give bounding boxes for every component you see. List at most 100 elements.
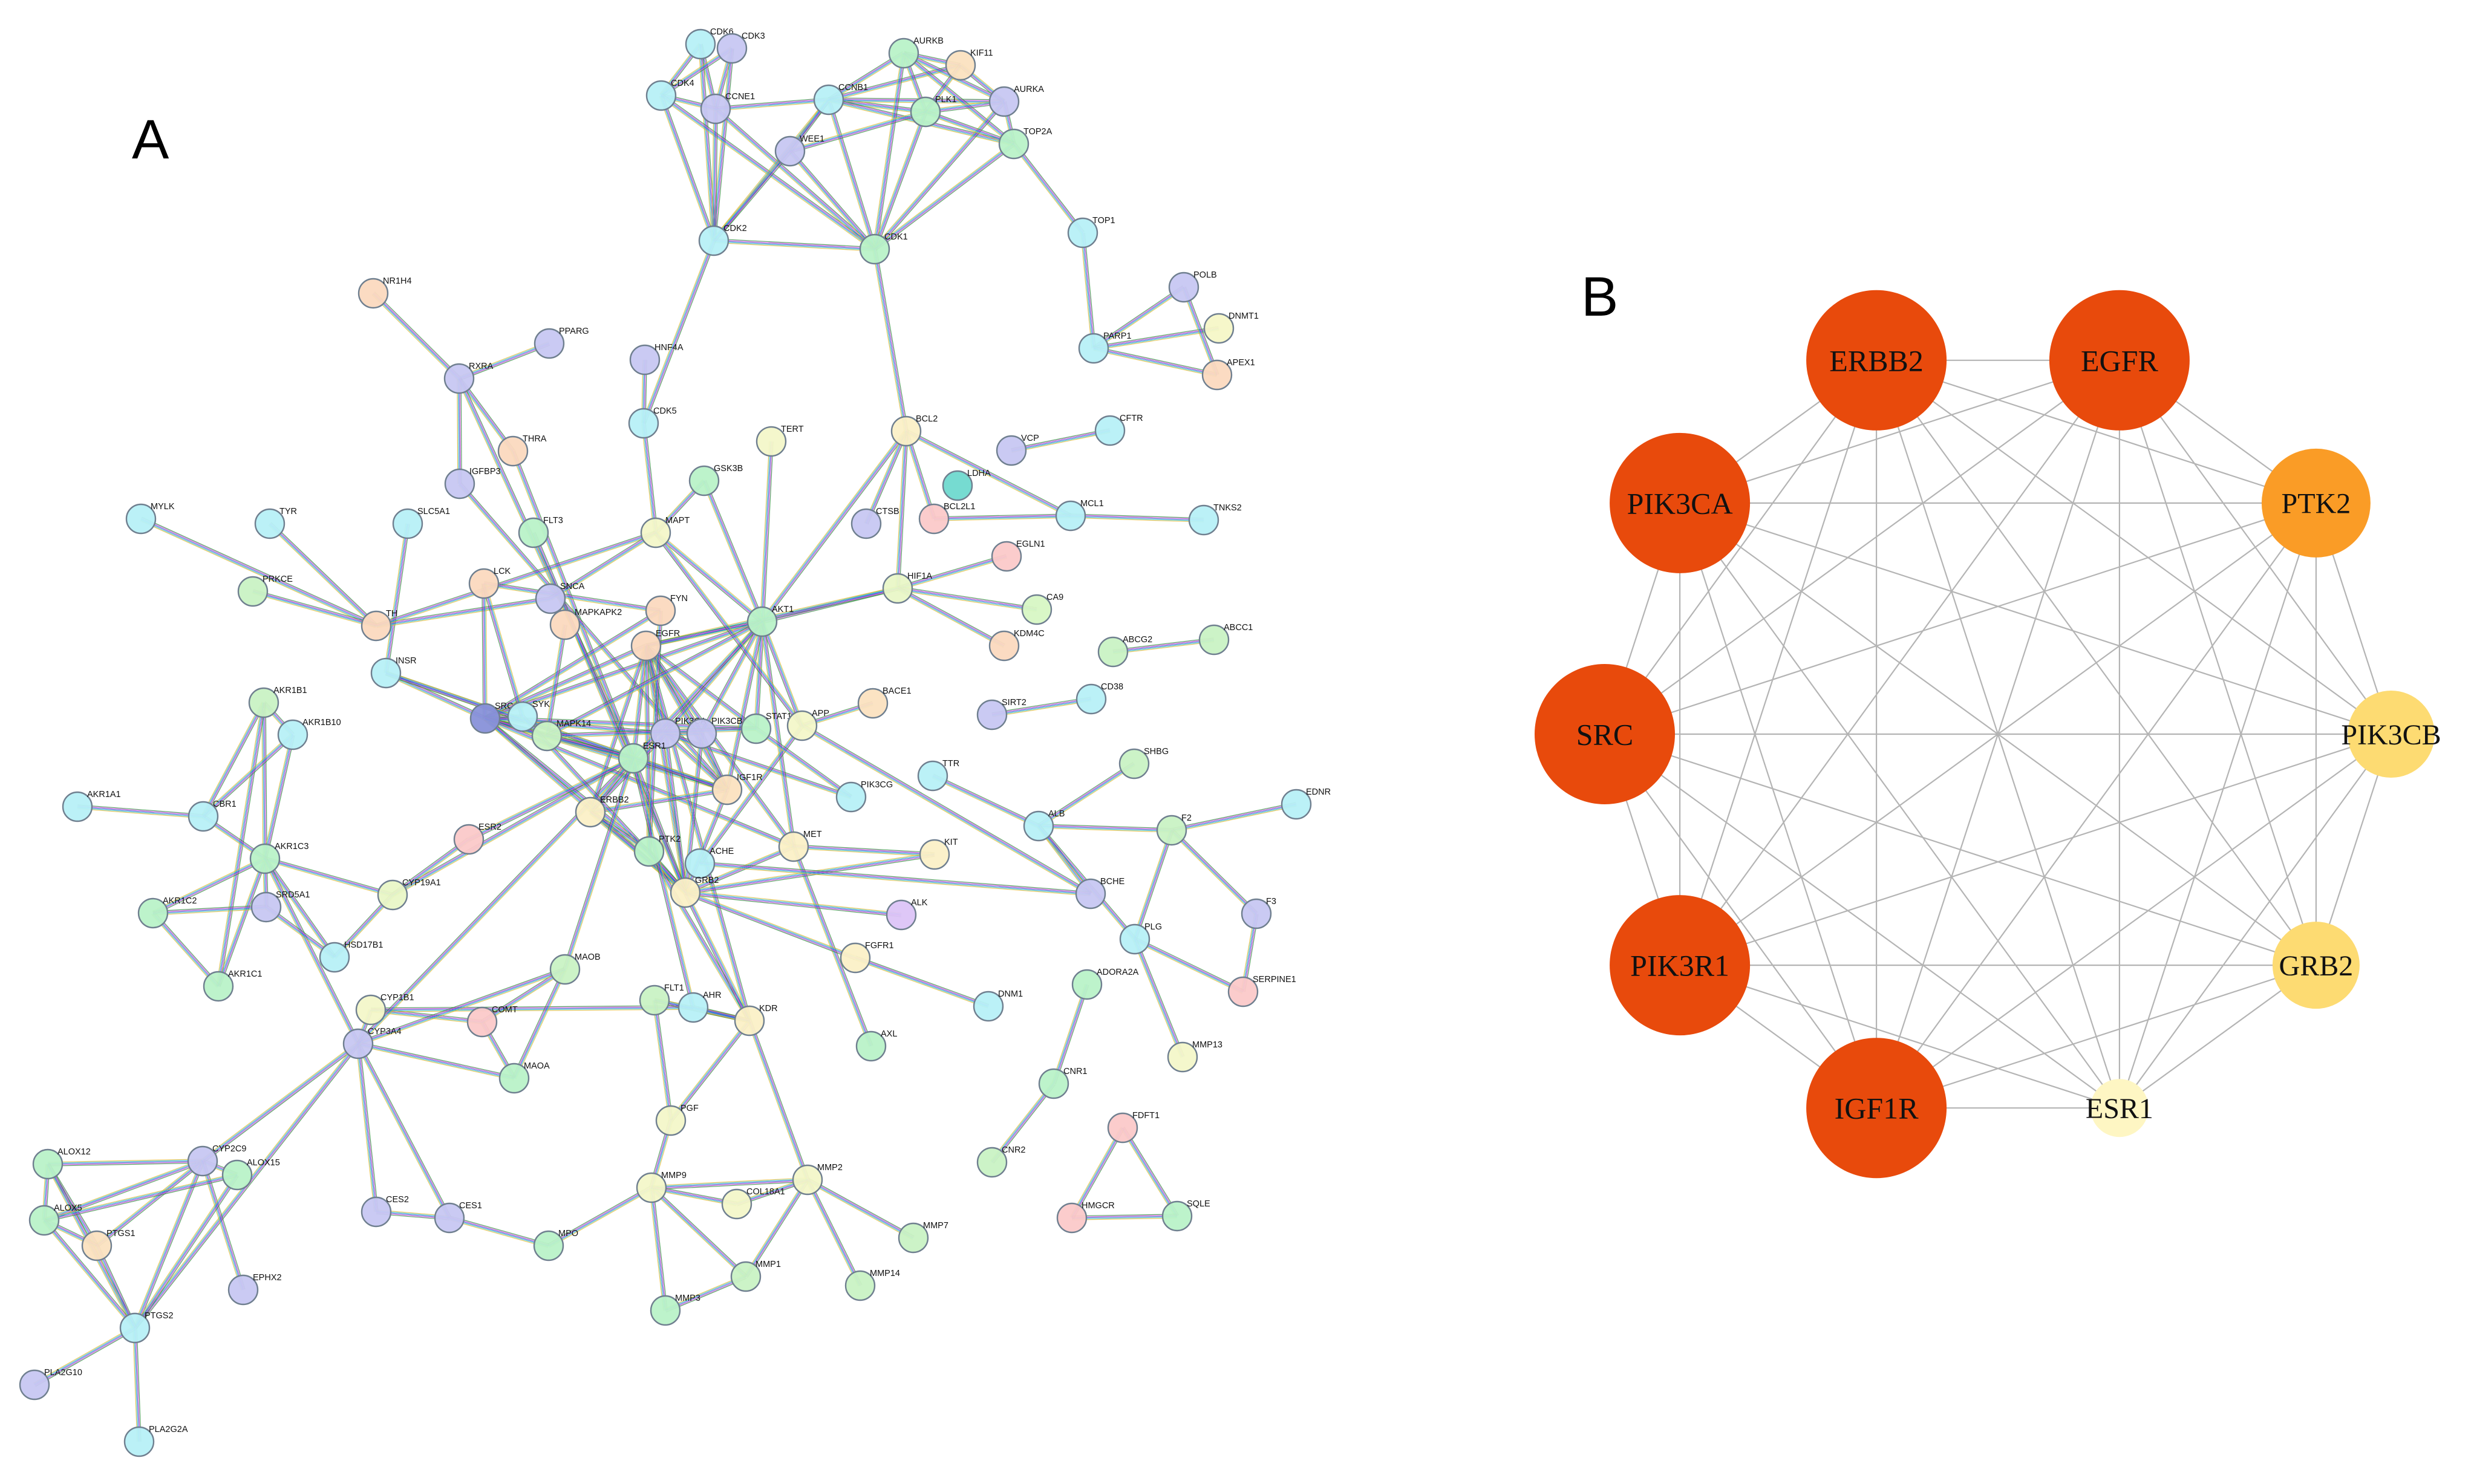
- hub-node-pik3cb[interactable]: PIK3CB: [2341, 691, 2441, 778]
- node-cyp19a1[interactable]: CYP19A1: [377, 878, 441, 911]
- node-syk[interactable]: SYK: [507, 700, 550, 732]
- node-fdft1[interactable]: FDFT1: [1107, 1111, 1160, 1144]
- node-akr1a1[interactable]: AKR1A1: [62, 790, 121, 822]
- hub-node-erbb2[interactable]: ERBB2: [1806, 290, 1947, 431]
- node-src[interactable]: SRC: [469, 701, 514, 734]
- node-hif1a[interactable]: HIF1A: [882, 571, 932, 604]
- node-mmp3[interactable]: MMP3: [650, 1294, 700, 1326]
- node-cbr1[interactable]: CBR1: [188, 799, 237, 832]
- node-pgf[interactable]: PGF: [655, 1104, 699, 1136]
- node-apex1[interactable]: APEX1: [1201, 358, 1255, 391]
- node-mcl1[interactable]: MCL1: [1055, 499, 1104, 532]
- node-kit[interactable]: KIT: [919, 838, 958, 870]
- node-cdk5[interactable]: CDK5: [628, 406, 677, 439]
- node-kdr[interactable]: KDR: [734, 1004, 778, 1037]
- node-mapkapk2[interactable]: MAPKAPK2: [549, 608, 622, 640]
- node-kif11[interactable]: KIF11: [945, 48, 993, 81]
- node-alox15[interactable]: ALOX15: [221, 1158, 280, 1191]
- node-akr1c2[interactable]: AKR1C2: [137, 896, 197, 929]
- node-pparg[interactable]: PPARG: [534, 327, 589, 359]
- node-cyp3a4[interactable]: CYP3A4: [342, 1027, 402, 1059]
- node-pik3ca[interactable]: PIK3CA: [650, 717, 707, 749]
- node-fyn[interactable]: FYN: [645, 594, 688, 626]
- node-flt1[interactable]: FLT1: [639, 983, 684, 1016]
- node-akr1c1[interactable]: AKR1C1: [203, 969, 262, 1002]
- node-akr1b10[interactable]: AKR1B10: [277, 718, 341, 750]
- node-rxra[interactable]: RXRA: [443, 362, 494, 394]
- hub-node-pik3ca[interactable]: PIK3CA: [1610, 432, 1751, 573]
- node-egln1[interactable]: EGLN1: [991, 539, 1045, 572]
- node-cd38[interactable]: CD38: [1075, 682, 1123, 715]
- node-serpine1[interactable]: SERPINE1: [1227, 975, 1296, 1007]
- node-top2a[interactable]: TOP2A: [998, 127, 1053, 160]
- node-adora2a[interactable]: ADORA2A: [1071, 968, 1139, 1000]
- node-plk1[interactable]: PLK1: [910, 95, 956, 128]
- node-col18a1[interactable]: COL18A1: [721, 1187, 785, 1220]
- node-ptk2[interactable]: PTK2: [633, 835, 681, 867]
- node-grb2[interactable]: GRB2: [670, 876, 719, 908]
- node-egfr[interactable]: EGFR: [630, 629, 680, 662]
- node-wee1[interactable]: WEE1: [774, 134, 824, 167]
- node-cdk2[interactable]: CDK2: [698, 224, 747, 256]
- node-stat1[interactable]: STAT1: [740, 712, 792, 744]
- node-plg[interactable]: PLG: [1119, 922, 1162, 955]
- node-flt3[interactable]: FLT3: [518, 516, 563, 548]
- node-ces1[interactable]: CES1: [434, 1201, 482, 1234]
- node-cdk1[interactable]: CDK1: [859, 232, 908, 265]
- node-cdk3[interactable]: CDK3: [716, 31, 765, 64]
- hub-node-src[interactable]: SRC: [1535, 664, 1675, 804]
- node-gsk3b[interactable]: GSK3B: [688, 464, 743, 496]
- node-sirt2[interactable]: SIRT2: [976, 698, 1026, 731]
- node-axl[interactable]: AXL: [855, 1029, 897, 1062]
- node-igf1r[interactable]: IGF1R: [711, 773, 763, 805]
- node-alk[interactable]: ALK: [886, 898, 928, 931]
- node-mpo[interactable]: MPO: [533, 1229, 578, 1261]
- node-ache[interactable]: ACHE: [684, 847, 734, 879]
- node-cnr2[interactable]: CNR2: [976, 1145, 1025, 1178]
- node-esr1[interactable]: ESR1: [618, 741, 666, 774]
- node-hsd17b1[interactable]: HSD17B1: [319, 940, 383, 973]
- hub-node-ptk2[interactable]: PTK2: [2261, 448, 2371, 558]
- node-mmp14[interactable]: MMP14: [844, 1269, 900, 1301]
- node-mmp7[interactable]: MMP7: [898, 1221, 948, 1254]
- node-mmp2[interactable]: MMP2: [792, 1163, 843, 1196]
- node-ldha[interactable]: LDHA: [942, 469, 991, 501]
- node-prkce[interactable]: PRKCE: [237, 574, 293, 607]
- node-cftr[interactable]: CFTR: [1094, 414, 1143, 446]
- node-pla2g2a[interactable]: PLA2G2A: [123, 1425, 188, 1457]
- node-bcl2[interactable]: BCL2: [890, 414, 938, 447]
- node-parp1[interactable]: PARP1: [1078, 331, 1131, 364]
- node-pik3cb[interactable]: PIK3CB: [686, 717, 743, 749]
- node-ednr[interactable]: EDNR: [1281, 787, 1331, 820]
- node-bace1[interactable]: BACE1: [857, 686, 912, 719]
- node-dnmt1[interactable]: DNMT1: [1203, 311, 1259, 344]
- node-hmgcr[interactable]: HMGCR: [1056, 1201, 1115, 1234]
- node-igfbp3[interactable]: IGFBP3: [444, 467, 501, 500]
- node-maob[interactable]: MAOB: [549, 952, 601, 985]
- hub-node-egfr[interactable]: EGFR: [2049, 290, 2190, 431]
- node-ptgs1[interactable]: PTGS1: [81, 1229, 135, 1261]
- node-shbg[interactable]: SHBG: [1118, 747, 1169, 779]
- node-cnr1[interactable]: CNR1: [1038, 1067, 1087, 1099]
- node-pik3cg[interactable]: PIK3CG: [835, 780, 893, 813]
- node-tnks2[interactable]: TNKS2: [1188, 503, 1242, 536]
- node-app[interactable]: APP: [786, 709, 829, 741]
- node-slc5a1[interactable]: SLC5A1: [392, 507, 450, 539]
- node-polb[interactable]: POLB: [1168, 270, 1217, 303]
- node-top1[interactable]: TOP1: [1067, 216, 1115, 249]
- node-comt[interactable]: COMT: [466, 1005, 518, 1038]
- node-pla2g10[interactable]: PLA2G10: [19, 1368, 82, 1401]
- node-snca[interactable]: SNCA: [535, 582, 585, 614]
- node-mylk[interactable]: MYLK: [125, 502, 175, 535]
- node-th[interactable]: TH: [361, 609, 397, 642]
- node-ahr[interactable]: AHR: [677, 991, 722, 1023]
- node-ctsb[interactable]: CTSB: [850, 507, 899, 539]
- node-met[interactable]: MET: [778, 830, 822, 862]
- node-srd5a1[interactable]: SRD5A1: [250, 890, 310, 923]
- node-ephx2[interactable]: EPHX2: [227, 1273, 282, 1306]
- node-alox12[interactable]: ALOX12: [32, 1147, 91, 1180]
- node-tyr[interactable]: TYR: [254, 507, 297, 539]
- node-hnf4a[interactable]: HNF4A: [629, 343, 684, 376]
- node-tert[interactable]: TERT: [756, 425, 804, 457]
- node-insr[interactable]: INSR: [370, 656, 417, 689]
